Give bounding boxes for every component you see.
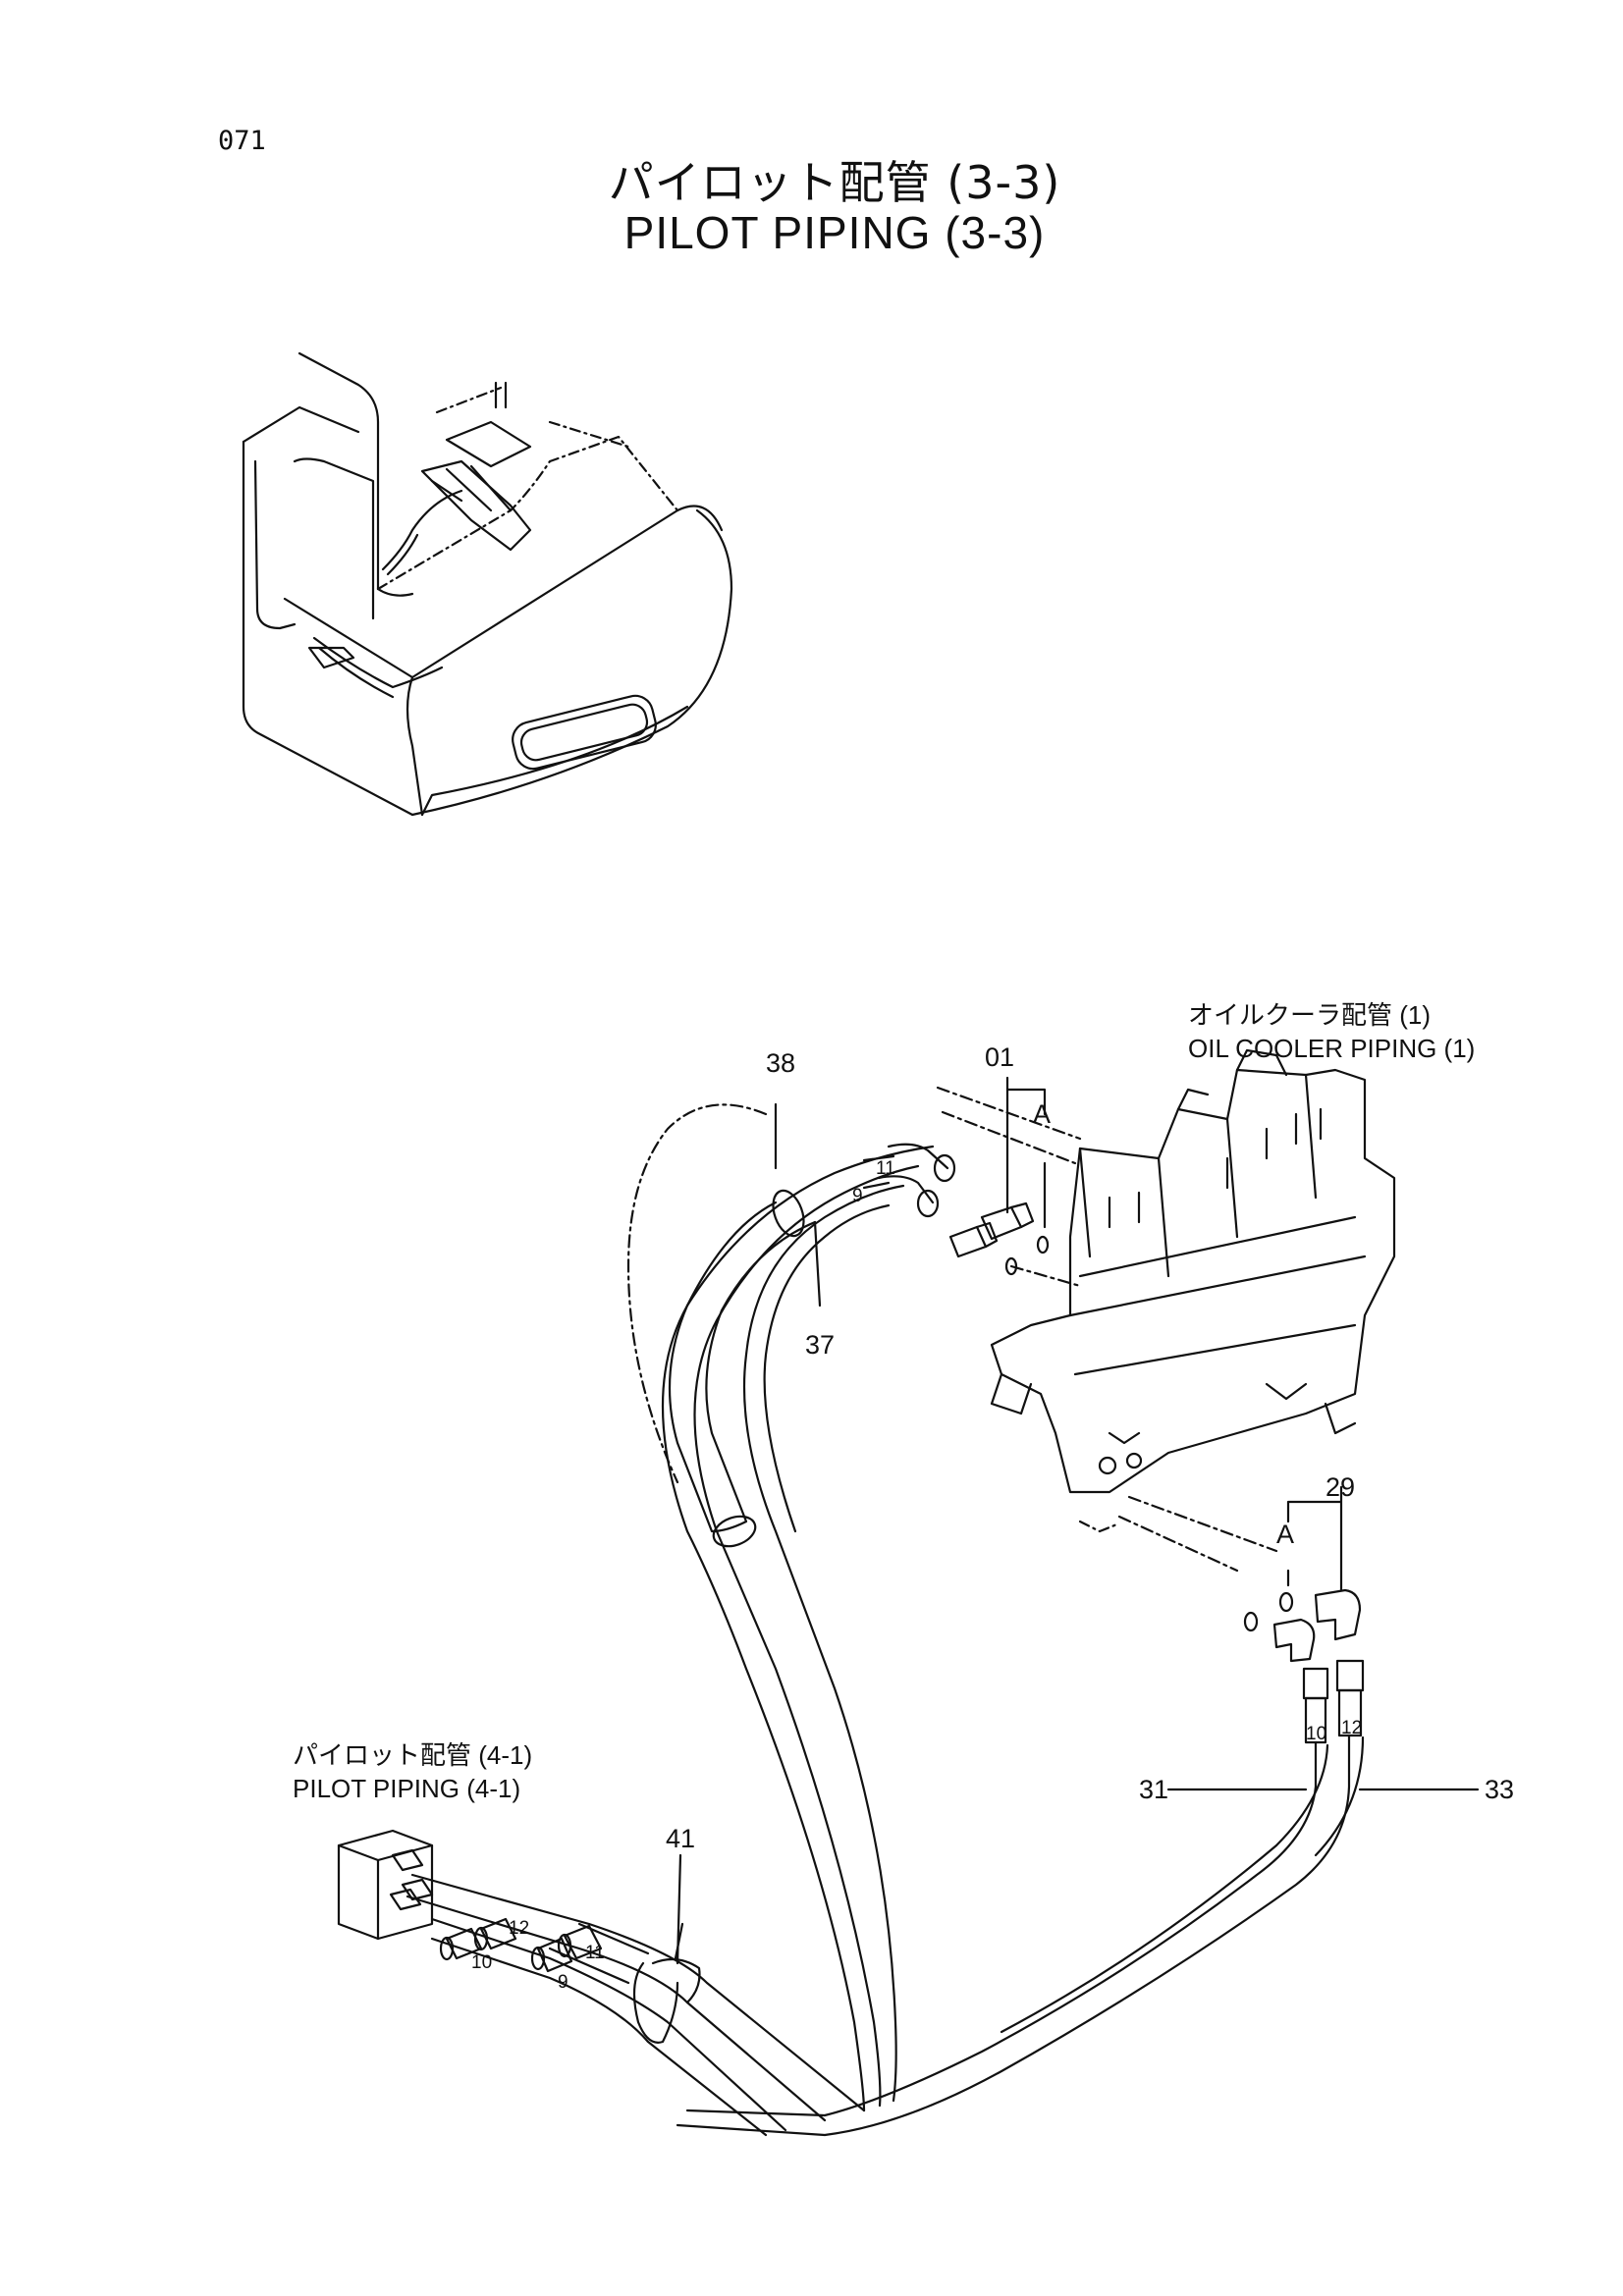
mark-11-left: 11 [585, 1943, 605, 1963]
ref-pilot-4-1-en: PILOT PIPING (4-1) [293, 1774, 521, 1803]
mark-11-top: 11 [876, 1158, 895, 1179]
mark-12-left: 12 [509, 1918, 529, 1939]
mark-10-left: 10 [471, 1952, 492, 1973]
hose-clamp-41 [632, 1922, 701, 2044]
callout-31: 31 [1139, 1775, 1169, 1804]
assembly-leader-lines [626, 1086, 1278, 1573]
callout-33: 33 [1485, 1775, 1515, 1804]
page-number: 071 [218, 126, 266, 156]
hose-converge-left [406, 1873, 866, 2137]
mark-12-right: 12 [1341, 1718, 1362, 1738]
page-title-japanese: パイロット配管 (3-3) [608, 156, 1061, 209]
fitting-group-29 [1243, 1588, 1362, 1663]
hose-end-right [1302, 1659, 1365, 1744]
callout-01: 01 [985, 1042, 1015, 1072]
page-title-english: PILOT PIPING (3-3) [623, 207, 1046, 258]
callout-41: 41 [666, 1824, 696, 1853]
ref-oil-cooler-en: OIL COOLER PIPING (1) [1188, 1034, 1476, 1063]
ref-pilot-4-1-ja: パイロット配管 (4-1) [293, 1740, 533, 1770]
hose-31-33-run [676, 1734, 1365, 2137]
mark-9-top: 9 [852, 1186, 863, 1206]
hose-38-37-loop [661, 1143, 956, 2112]
mark-9-left: 9 [558, 1972, 568, 1993]
control-valve-block [990, 1048, 1396, 1533]
ref-oil-cooler-ja: オイルクーラ配管 (1) [1188, 1000, 1432, 1030]
callout-leaders [676, 1102, 1480, 1965]
hose-end-left [439, 1917, 603, 1973]
callout-37: 37 [805, 1330, 836, 1360]
machine-overview-illustration [242, 351, 733, 817]
mark-10-right: 10 [1306, 1724, 1326, 1744]
detail-a-bottom: A [1276, 1520, 1295, 1549]
detail-a-top: A [1033, 1099, 1052, 1129]
callout-38: 38 [766, 1048, 796, 1078]
fitting-group-01 [948, 1201, 1050, 1276]
callout-29: 29 [1325, 1472, 1356, 1502]
pilot-block-4-1 [337, 1829, 434, 1941]
